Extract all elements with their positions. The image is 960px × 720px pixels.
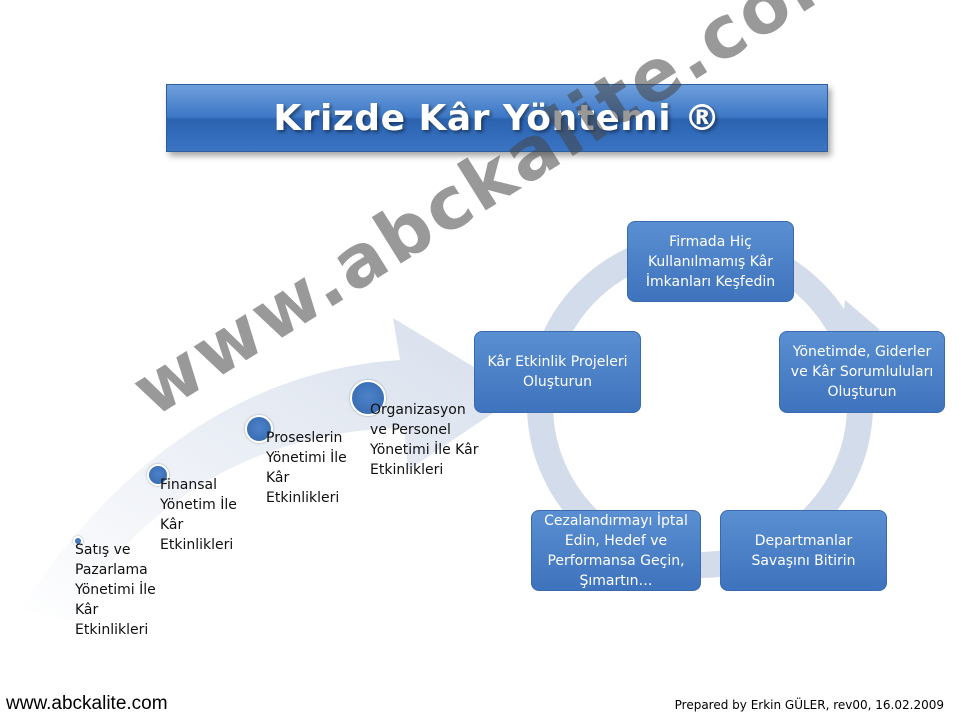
cycle-node-label: Firmada Hiç Kullanılmamış Kâr İmkanları … [645, 233, 776, 290]
cycle-node-label: Departmanlar Savaşını Bitirin [751, 532, 856, 569]
step-dot [73, 536, 83, 546]
cycle-node-discover[interactable]: Firmada Hiç Kullanılmamış Kâr İmkanları … [627, 221, 794, 302]
step-label-finance: Finansal Yönetim İle Kâr Etkinlikleri [160, 477, 237, 553]
cycle-node-performance[interactable]: Cezalandırmayı İptal Edin, Hedef ve Perf… [531, 510, 701, 591]
cycle-node-label: Kâr Etkinlik Projeleri Oluşturun [487, 354, 628, 390]
step-dot [350, 380, 386, 416]
step-dot [245, 415, 273, 443]
step-label-sales: Satış ve Pazarlama Yönetimi İle Kâr Etki… [75, 542, 156, 638]
growth-arrow [20, 318, 520, 620]
footer-prepared-by: Prepared by Erkin GÜLER, rev00, 16.02.20… [674, 698, 944, 712]
cycle-node-responsibilities[interactable]: Yönetimde, Giderler ve Kâr Sorumluluları… [779, 331, 945, 413]
step-label-process: Proseslerin Yönetimi İle Kâr Etkinlikler… [266, 430, 347, 506]
step-label-organization: Organizasyon ve Personel Yönetimi İle Kâ… [370, 402, 479, 478]
cycle-node-departments[interactable]: Departmanlar Savaşını Bitirin [720, 510, 887, 591]
cycle-node-label: Cezalandırmayı İptal Edin, Hedef ve Perf… [544, 512, 688, 589]
page-title: Krizde Kâr Yöntemi ® [273, 97, 721, 139]
step-dot [147, 464, 169, 486]
title-banner: Krizde Kâr Yöntemi ® [166, 84, 828, 152]
cycle-node-projects[interactable]: Kâr Etkinlik Projeleri Oluşturun [474, 331, 641, 413]
cycle-node-label: Yönetimde, Giderler ve Kâr Sorumluluları… [790, 344, 934, 400]
cycle-connector [702, 558, 718, 574]
footer-site[interactable]: www.abckalite.com [6, 693, 168, 714]
